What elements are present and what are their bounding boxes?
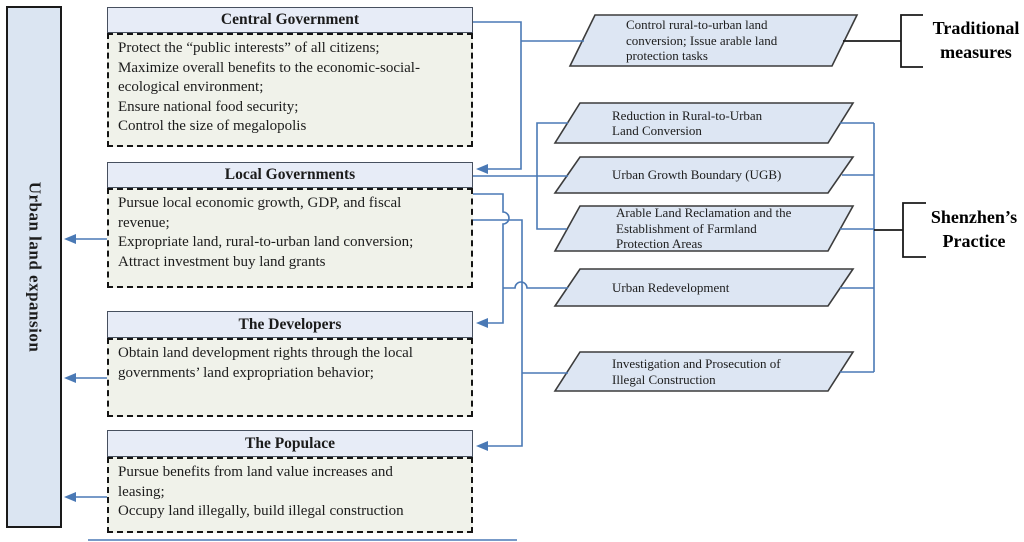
arrow-left-icon: [476, 441, 488, 451]
parallelogram-arable-land-reclamation: [553, 205, 855, 252]
text-line: Shenzhen’s: [930, 207, 1018, 227]
text-line: Traditional: [932, 18, 1020, 38]
title-text: The Developers: [238, 315, 342, 333]
text-line: Urban Redevelopment: [612, 279, 730, 295]
text-line: Attract investment buy land grants: [118, 253, 326, 270]
parallelogram-urban-redevelopment: [553, 268, 855, 307]
text-line: Illegal Construction: [612, 371, 716, 387]
text-line: ecological environment;: [118, 79, 264, 95]
measure-ugb-text: Urban Growth Boundary (UGB): [612, 157, 781, 193]
banner-label: Urban land expansion: [25, 181, 44, 353]
text-line: Arable Land Reclamation and the: [616, 205, 792, 221]
connector-localgov-to-populace: [473, 219, 523, 447]
title-text: The Populace: [245, 434, 335, 452]
text-line: Investigation and Prosecution of: [612, 356, 781, 371]
arrow-left-icon: [64, 492, 76, 502]
text-line: Pursue local economic growth, GDP, and f…: [118, 195, 402, 211]
title-text: Central Government: [220, 11, 360, 28]
text-line: revenue;: [118, 214, 170, 231]
developers-title: The Developers: [107, 311, 473, 338]
shenzhen-bracket: [902, 202, 926, 258]
text-line: Reduction in Rural-to-Urban: [612, 107, 763, 123]
group-brackets: [843, 14, 926, 258]
text-line: Ensure national food security;: [118, 98, 299, 115]
parallelogram-traditional-measure: [568, 14, 859, 67]
text-line: protection tasks: [626, 48, 708, 64]
central-government-title: Central Government: [107, 7, 473, 33]
measure-redevelopment-text: Urban Redevelopment: [612, 269, 729, 306]
connector-branch-urban-redevelopment: [503, 281, 568, 289]
text-line: Protect the “public interests” of all ci…: [118, 40, 380, 56]
text-line: Control rural-to-urban land: [626, 17, 768, 33]
text-line: governments’ land expropriation behavior…: [118, 364, 374, 381]
text-line: Expropriate land, rural-to-urban land co…: [118, 234, 414, 250]
text-line: leasing;: [118, 483, 165, 500]
text-line: Land Conversion: [612, 123, 702, 138]
arrow-left-icon: [476, 318, 488, 328]
traditional-bracket: [900, 14, 923, 68]
text-line: Urban Growth Boundary (UGB): [612, 167, 782, 183]
local-governments-body: Pursue local economic growth, GDP, and f…: [107, 188, 473, 288]
traditional-measures-label: Traditional measures: [926, 17, 1024, 64]
arrow-left-icon: [64, 373, 76, 383]
text-line: measures: [940, 41, 1012, 62]
arrow-left-icon: [64, 234, 76, 244]
parallelogram-illegal-construction: [553, 351, 855, 392]
title-text: Local Governments: [224, 166, 356, 183]
text-line: Practice: [942, 230, 1006, 251]
connector-localgov-to-developers: [473, 193, 510, 324]
arrow-left-icon: [476, 164, 488, 174]
arrowheads: [64, 164, 488, 502]
populace-title: The Populace: [107, 430, 473, 457]
text-line: Maximize overall benefits to the economi…: [118, 59, 420, 76]
parallelogram-urban-growth-boundary: [553, 156, 855, 194]
text-line: Pursue benefits from land value increase…: [118, 464, 393, 480]
developers-body: Obtain land development rights through t…: [107, 338, 473, 417]
central-government-body: Protect the “public interests” of all ci…: [107, 33, 473, 147]
text-line: conversion; Issue arable land: [626, 32, 778, 48]
measure-shapes: [553, 14, 859, 392]
urban-land-expansion-banner: Urban land expansion: [6, 6, 62, 528]
connector-centralgov-to-localgov: [473, 21, 522, 170]
text-line: Control the size of megalopolis: [118, 118, 307, 134]
text-line: Occupy land illegally, build illegal con…: [118, 503, 404, 519]
text-line: Obtain land development rights through t…: [118, 345, 413, 361]
text-line: Establishment of Farmland: [616, 220, 757, 236]
parallelogram-reduction-conversion: [553, 102, 855, 144]
local-governments-title: Local Governments: [107, 162, 473, 188]
populace-body: Pursue benefits from land value increase…: [107, 457, 473, 533]
blue-connector-lines: [70, 21, 875, 541]
text-line: Protection Areas: [616, 236, 703, 252]
connector-reduction-arable-branch: [536, 122, 568, 230]
